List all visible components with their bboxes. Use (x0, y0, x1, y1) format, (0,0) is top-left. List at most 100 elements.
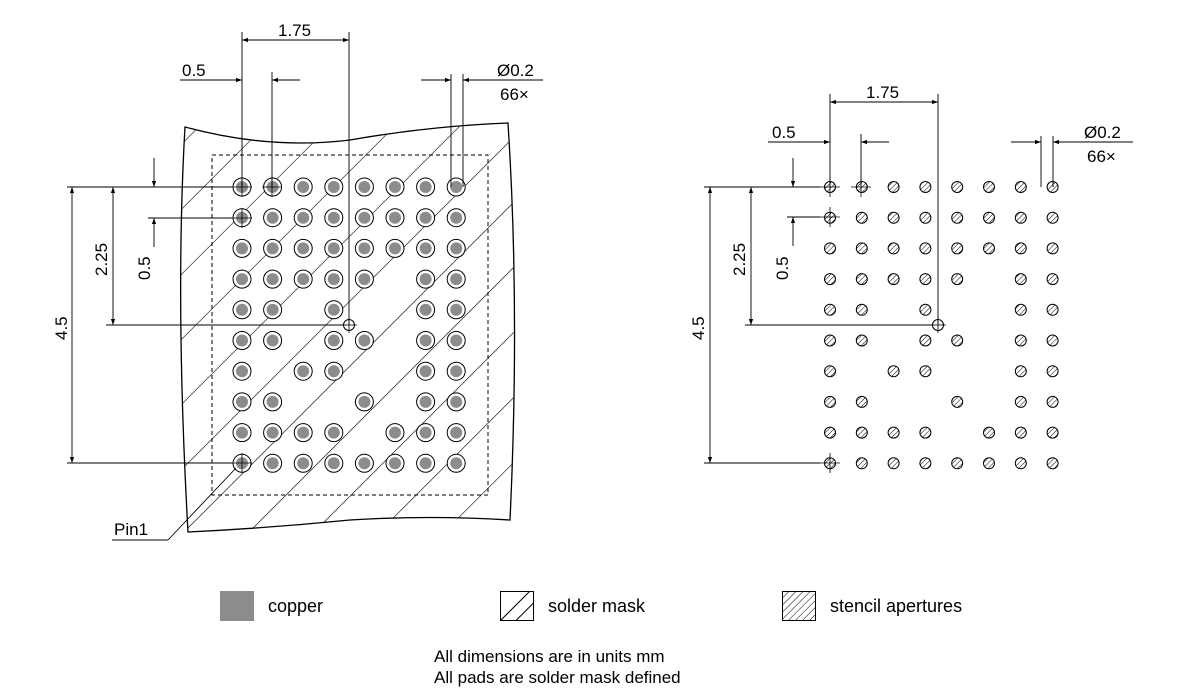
stencil-aperture (919, 273, 932, 286)
note-units: All dimensions are in units mm (434, 647, 665, 666)
dim-pitch-y-label: 0.5 (773, 256, 792, 280)
dim-span-x-label: 1.75 (278, 21, 311, 40)
stencil-aperture (855, 303, 868, 316)
dimension-lines (704, 94, 1133, 464)
copper-pad (450, 303, 463, 316)
dim-total-y-label: 4.5 (689, 316, 708, 340)
dim-diameter-label: Ø0.2 (497, 61, 534, 80)
stencil-aperture (1014, 334, 1027, 347)
stencil-aperture (951, 242, 964, 255)
copper-pad (327, 273, 340, 286)
stencil-aperture (824, 334, 836, 347)
dim-count-label: 66× (1087, 147, 1116, 166)
copper-pad (297, 242, 310, 255)
stencil-aperture (919, 181, 932, 193)
stencil-aperture (919, 303, 932, 316)
stencil-aperture (824, 365, 836, 378)
copper-pad (297, 457, 310, 470)
stencil-aperture (855, 242, 868, 255)
stencil-aperture (919, 426, 932, 439)
copper-pad (236, 426, 248, 439)
copper-pad (389, 211, 401, 224)
stencil-aperture (983, 242, 995, 255)
copper-pad (236, 242, 248, 255)
copper-pad (236, 365, 248, 378)
copper-pad (419, 457, 432, 470)
stencil-aperture (951, 181, 964, 193)
copper-pad (450, 181, 463, 193)
stencil-aperture (855, 457, 868, 470)
copper-pad (327, 426, 340, 439)
copper-pad (327, 334, 340, 347)
stencil-aperture (983, 426, 995, 439)
copper-pad (327, 303, 340, 316)
pin1-label: Pin1 (114, 520, 148, 539)
copper-pad (450, 457, 463, 470)
copper-pad (389, 426, 401, 439)
copper-pad (389, 242, 401, 255)
stencil-aperture (1014, 365, 1027, 378)
copper-pad (450, 211, 463, 224)
copper-pad (419, 273, 432, 286)
stencil-aperture (919, 211, 932, 224)
stencil-aperture (1014, 242, 1027, 255)
copper-pad (327, 211, 340, 224)
stencil-aperture (1046, 395, 1059, 408)
stencil-aperture (1014, 273, 1027, 286)
stencil-aperture (951, 334, 964, 347)
stencil-aperture (887, 211, 900, 224)
stencil-aperture (1046, 303, 1059, 316)
stencil-aperture (983, 457, 995, 470)
copper-pad (419, 395, 432, 408)
copper-pad (358, 395, 371, 408)
dim-count-label: 66× (500, 85, 529, 104)
stencil-swatch-icon (782, 591, 816, 621)
stencil-aperture (1046, 457, 1059, 470)
copper-pad (327, 457, 340, 470)
stencil-aperture (951, 395, 964, 408)
stencil-aperture (951, 273, 964, 286)
copper-pad (297, 426, 310, 439)
stencil-aperture (855, 395, 868, 408)
stencil-aperture (1014, 181, 1027, 193)
copper-pad (358, 242, 371, 255)
copper-pad (236, 395, 248, 408)
copper-pad (266, 242, 279, 255)
stencil-aperture (1014, 303, 1027, 316)
stencil-aperture (887, 457, 900, 470)
copper-pad (297, 365, 310, 378)
stencil-aperture (887, 426, 900, 439)
copper-pad (389, 181, 401, 193)
copper-pad (450, 242, 463, 255)
copper-pad (266, 457, 279, 470)
copper-pad (266, 273, 279, 286)
stencil-aperture (824, 303, 836, 316)
stencil-aperture (951, 457, 964, 470)
dim-pitch-y-label: 0.5 (135, 256, 154, 280)
stencil-aperture (887, 365, 900, 378)
copper-pad (327, 365, 340, 378)
stencil-aperture (983, 211, 995, 224)
copper-pad (450, 365, 463, 378)
stencil-aperture (1014, 211, 1027, 224)
notes: All dimensions are in units mm All pads … (434, 646, 681, 688)
legend-copper-label: copper (268, 595, 324, 616)
copper-pad (297, 181, 310, 193)
copper-pad (419, 365, 432, 378)
copper-pad (389, 457, 401, 470)
copper-swatch-icon (220, 591, 254, 621)
stencil-aperture (824, 273, 836, 286)
stencil-aperture (919, 334, 932, 347)
copper-pad (450, 395, 463, 408)
stencil-aperture (983, 181, 995, 193)
stencil-aperture (919, 365, 932, 378)
dim-diameter-label: Ø0.2 (1084, 123, 1121, 142)
dim-span-x-label: 1.75 (866, 83, 899, 102)
dim-pitch-x-label: 0.5 (772, 123, 796, 142)
copper-pad (327, 242, 340, 255)
copper-pad (450, 273, 463, 286)
copper-pad (236, 303, 248, 316)
copper-pad (236, 273, 248, 286)
stencil-aperture (887, 181, 900, 193)
stencil-aperture (919, 457, 932, 470)
